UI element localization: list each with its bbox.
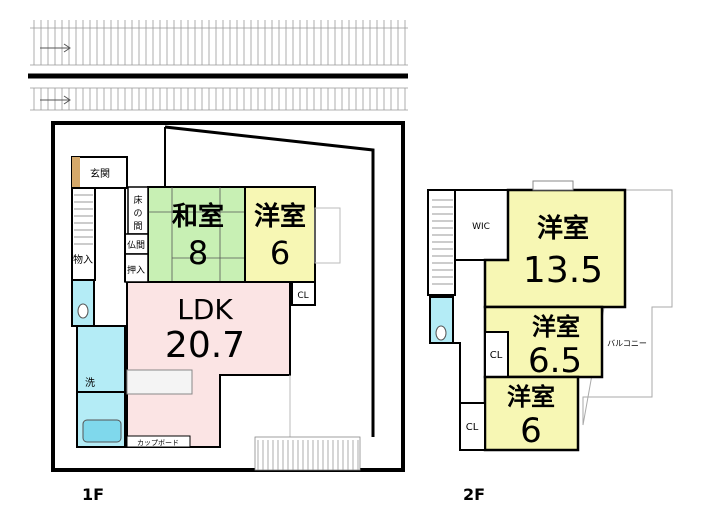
- cupboard: [126, 435, 191, 448]
- toilet-1f: [71, 279, 95, 327]
- yoshitsu-room-1f: [244, 186, 316, 283]
- washroom: [76, 325, 126, 393]
- washroom-label: 洗: [85, 377, 95, 389]
- toilet-icon: [435, 325, 447, 341]
- closet-2f-2: [459, 402, 486, 451]
- closet1-label: CL: [490, 350, 503, 361]
- master-size: 13.5: [523, 250, 603, 291]
- bottom-stairs: [254, 436, 361, 471]
- floor-label-2f: 2F: [463, 485, 485, 504]
- window-bay: [314, 207, 341, 264]
- butsuma-label: 仏間: [127, 240, 145, 251]
- bathtub-icon: [82, 419, 122, 443]
- tokonoma-label-2: の: [133, 209, 142, 219]
- bedroom-3: [483, 375, 580, 452]
- top-stairs: [30, 20, 408, 111]
- floor-label-1f: 1F: [82, 485, 104, 504]
- tokonoma-label-3: 間: [133, 221, 142, 232]
- wic-label: WIC: [472, 222, 490, 232]
- washitsu-name: 和室: [172, 201, 224, 232]
- closet2-label: CL: [466, 422, 479, 433]
- exterior-wall: [164, 125, 375, 437]
- oshiire-label: 押入: [127, 264, 145, 276]
- closet-1f: [291, 281, 316, 306]
- tatami-lines: [148, 187, 245, 282]
- balcony-outline: [582, 189, 673, 426]
- room3-size: 6: [520, 411, 542, 451]
- genkan: [71, 156, 128, 189]
- kitchen-counter: [126, 369, 193, 395]
- storage-label: 物入: [73, 253, 93, 266]
- genkan-label: 玄関: [90, 167, 110, 180]
- bay-window: [532, 180, 574, 191]
- yoshitsu-name: 洋室: [254, 201, 306, 232]
- room2-size: 6.5: [528, 341, 582, 381]
- cupboard-label: カップボード: [137, 439, 179, 447]
- lot-boundary-1f: [51, 121, 405, 472]
- shoe-box: [72, 157, 80, 188]
- washitsu-size: 8: [188, 234, 208, 272]
- closet-label-1f: CL: [297, 291, 308, 301]
- toilet-icon: [77, 303, 89, 319]
- balcony-label: バルコニー: [607, 339, 647, 348]
- room2-name: 洋室: [532, 313, 580, 341]
- stairs-2f: [427, 189, 456, 296]
- ldk-size: 20.7: [165, 325, 245, 366]
- tokonoma-label-1: 床: [133, 194, 142, 206]
- yoshitsu-size: 6: [270, 234, 290, 272]
- master-name: 洋室: [537, 213, 589, 244]
- arrow-icon: [40, 43, 71, 105]
- room3-name: 洋室: [507, 383, 555, 411]
- ldk-name: LDK: [177, 293, 233, 326]
